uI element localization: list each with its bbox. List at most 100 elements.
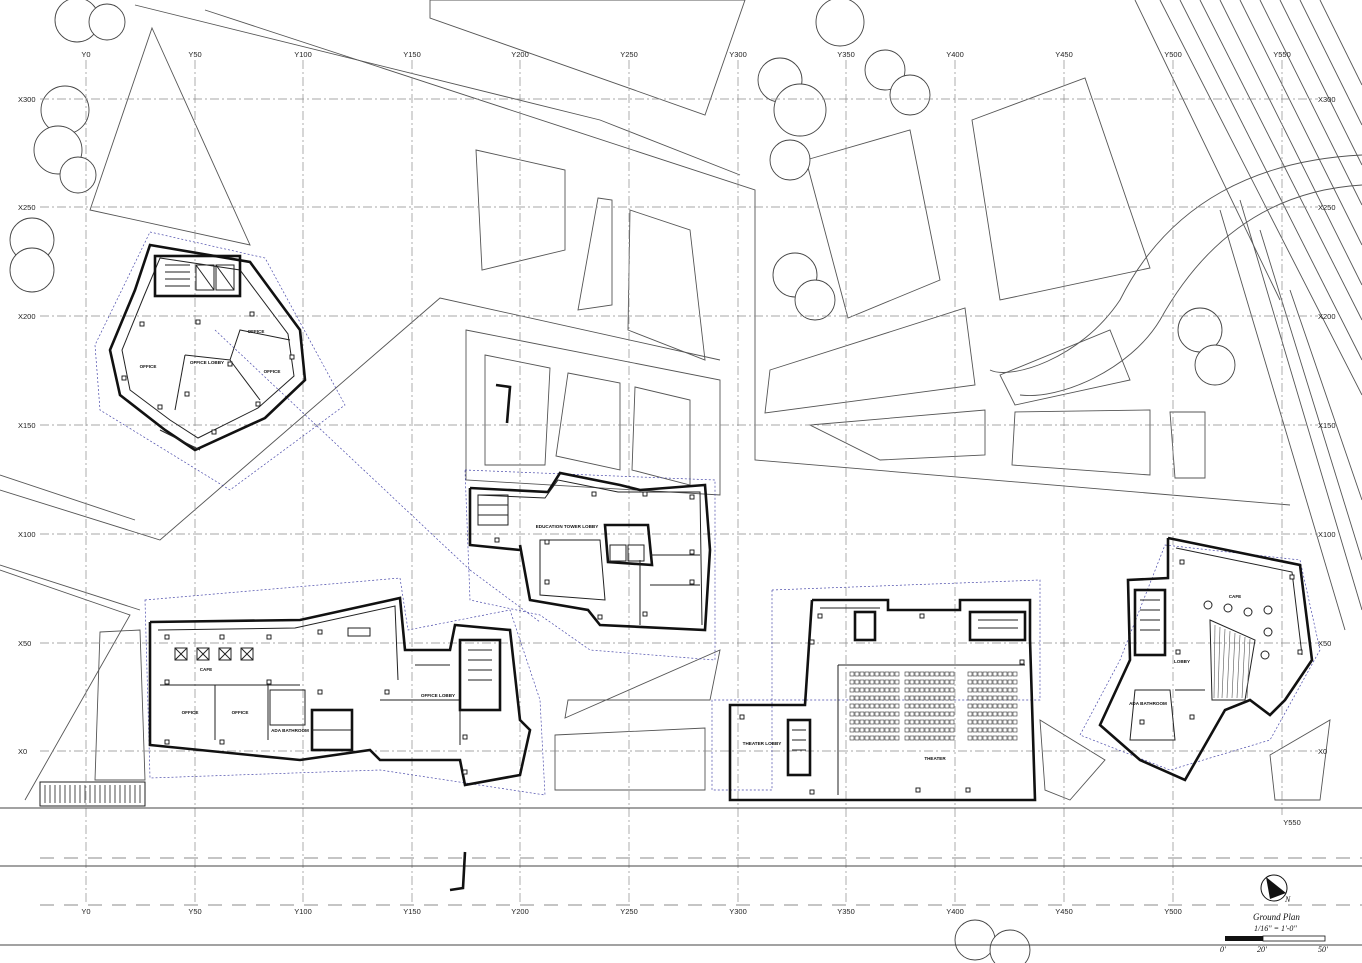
theater-seat <box>967 735 973 741</box>
theater-seat <box>869 711 875 717</box>
theater-seat <box>929 735 935 741</box>
theater-seat <box>972 679 978 685</box>
scale-mark-0: 0' <box>1220 945 1226 954</box>
theater-seat <box>924 687 930 693</box>
theater-seat <box>934 679 940 685</box>
grid-label-x250-left: X250 <box>18 203 36 212</box>
north-letter: N <box>1284 895 1291 904</box>
theater-seat <box>904 695 910 701</box>
theater-seat <box>929 687 935 693</box>
theater-seat <box>884 671 890 677</box>
room-label-lobby-east: LOBBY <box>1174 659 1190 664</box>
scale-bar-dark <box>1225 936 1263 941</box>
tree-cluster-nw <box>9 0 126 293</box>
theater-seat <box>1007 687 1013 693</box>
theater-seat <box>904 671 910 677</box>
grid-label-x200-right: X200 <box>1318 312 1336 321</box>
theater-seating <box>849 671 1018 741</box>
theater-seat <box>889 679 895 685</box>
theater-seat <box>944 711 950 717</box>
theater-seat <box>982 711 988 717</box>
theater-seat <box>909 671 915 677</box>
theater-seat <box>967 671 973 677</box>
grid-labels-bottom: Y0 Y50 Y100 Y150 Y200 Y250 Y300 Y350 Y40… <box>81 818 1300 916</box>
theater-seat <box>879 727 885 733</box>
theater-seat <box>879 695 885 701</box>
theater-seat <box>919 727 925 733</box>
theater-seat <box>944 735 950 741</box>
grid-label-y400-top: Y400 <box>946 50 964 59</box>
theater-seat <box>982 719 988 725</box>
theater-seat <box>854 703 860 709</box>
theater-seat <box>967 727 973 733</box>
theater-seat <box>919 679 925 685</box>
theater-seat <box>987 679 993 685</box>
cafe-tables-east <box>1203 600 1273 660</box>
theater-seat <box>904 719 910 725</box>
theater-seat <box>934 711 940 717</box>
theater-seat <box>972 703 978 709</box>
theater-seat <box>909 711 915 717</box>
theater-seat <box>967 695 973 701</box>
theater-seat <box>987 711 993 717</box>
building-theater: THEATER LOBBY THEATER <box>728 598 1037 802</box>
scale-bar-light <box>1262 935 1326 942</box>
theater-seat <box>859 703 865 709</box>
room-label-office-lobby-top: OFFICE LOBBY <box>190 360 224 365</box>
theater-seat <box>854 671 860 677</box>
theater-seat <box>944 719 950 725</box>
theater-seat <box>987 735 993 741</box>
theater-seat <box>944 703 950 709</box>
theater-seat <box>977 679 983 685</box>
theater-seat <box>864 703 870 709</box>
theater-seat <box>894 695 900 701</box>
theater-seat <box>869 679 875 685</box>
theater-seat <box>944 679 950 685</box>
theater-seat <box>934 695 940 701</box>
theater-seat <box>1012 703 1018 709</box>
theater-seat <box>1002 711 1008 717</box>
theater-seat <box>864 687 870 693</box>
theater-seat <box>977 727 983 733</box>
theater-seat <box>987 703 993 709</box>
room-label-cafe-east: CAFE <box>1229 594 1242 599</box>
theater-seat <box>967 719 973 725</box>
building-east-cafe: CAFE LOBBY ADA BATHROOM <box>1098 536 1314 782</box>
theater-seat <box>854 727 860 733</box>
street <box>0 383 1362 946</box>
grid-label-y100-bottom: Y100 <box>294 907 312 916</box>
theater-seat <box>874 735 880 741</box>
theater-seat <box>987 695 993 701</box>
theater-seat <box>874 695 880 701</box>
room-label-ada-bathroom-east: ADA BATHROOM <box>1129 701 1167 706</box>
theater-seat <box>939 719 945 725</box>
room-label-office-lobby-west: OFFICE LOBBY <box>421 693 455 698</box>
theater-seat <box>884 679 890 685</box>
theater-seat <box>934 703 940 709</box>
theater-seat <box>982 695 988 701</box>
theater-seat <box>929 679 935 685</box>
theater-seat <box>854 711 860 717</box>
grid-label-x50-right: X50 <box>1318 639 1331 648</box>
theater-seat <box>884 687 890 693</box>
theater-seat <box>972 735 978 741</box>
theater-seat <box>939 711 945 717</box>
theater-seat <box>972 687 978 693</box>
theater-seat <box>924 735 930 741</box>
theater-seat <box>909 695 915 701</box>
theater-seat <box>997 687 1003 693</box>
theater-seat <box>982 687 988 693</box>
theater-seat <box>864 727 870 733</box>
grid-label-y450-bottom: Y450 <box>1055 907 1073 916</box>
theater-seat <box>972 671 978 677</box>
grid-label-y50-bottom: Y50 <box>188 907 201 916</box>
dashed-outlines <box>94 231 1321 796</box>
theater-seat <box>972 727 978 733</box>
theater-seat <box>949 719 955 725</box>
theater-seat <box>859 711 865 717</box>
scale-mark-20: 20' <box>1257 945 1267 954</box>
theater-seat <box>884 703 890 709</box>
theater-seat <box>939 727 945 733</box>
theater-seat <box>914 711 920 717</box>
